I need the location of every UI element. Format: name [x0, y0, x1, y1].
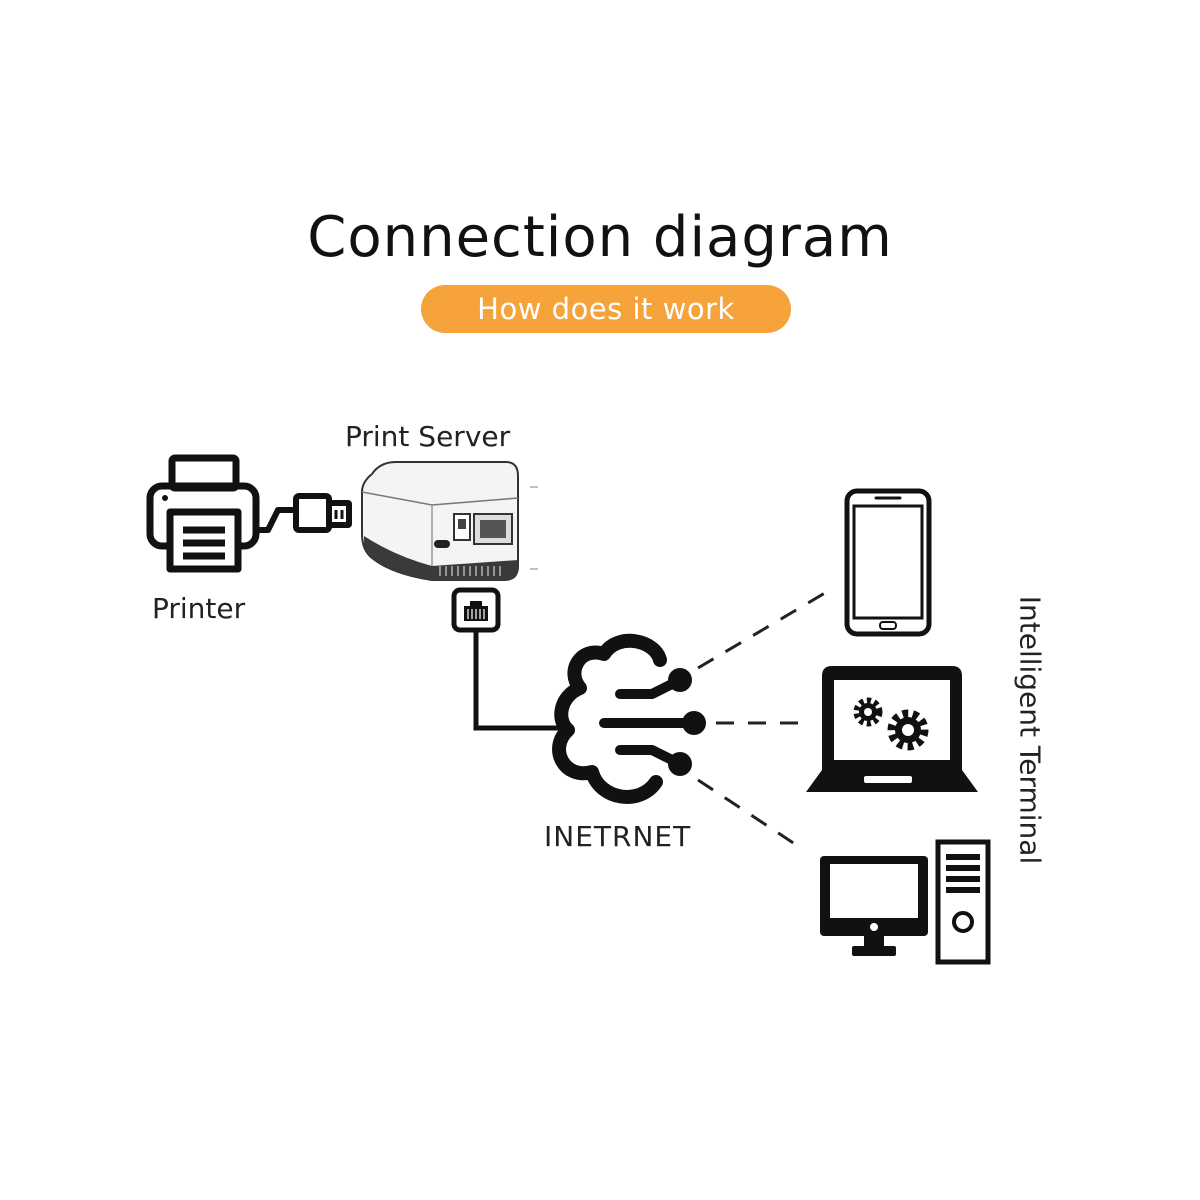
print-server-device: [361, 461, 538, 581]
subtitle-badge: How does it work: [421, 285, 791, 333]
print-server-label: Print Server: [345, 420, 511, 453]
internet-label: INETRNET: [544, 820, 692, 853]
laptop-gears-icon: [806, 666, 978, 792]
smartphone-icon: [844, 488, 932, 637]
dashed-links: [697, 588, 831, 852]
page-title: Connection diagram: [307, 205, 893, 270]
usb-plug-icon: [256, 493, 352, 533]
ethernet-cable: [473, 630, 560, 731]
cloud-network-icon: [552, 633, 706, 804]
printer-label: Printer: [152, 592, 246, 625]
printer-icon: [146, 454, 260, 573]
intelligent-terminal-label: Intelligent Terminal: [1013, 595, 1047, 865]
ethernet-port-icon: [451, 587, 501, 633]
desktop-computer-icon: [820, 839, 991, 965]
